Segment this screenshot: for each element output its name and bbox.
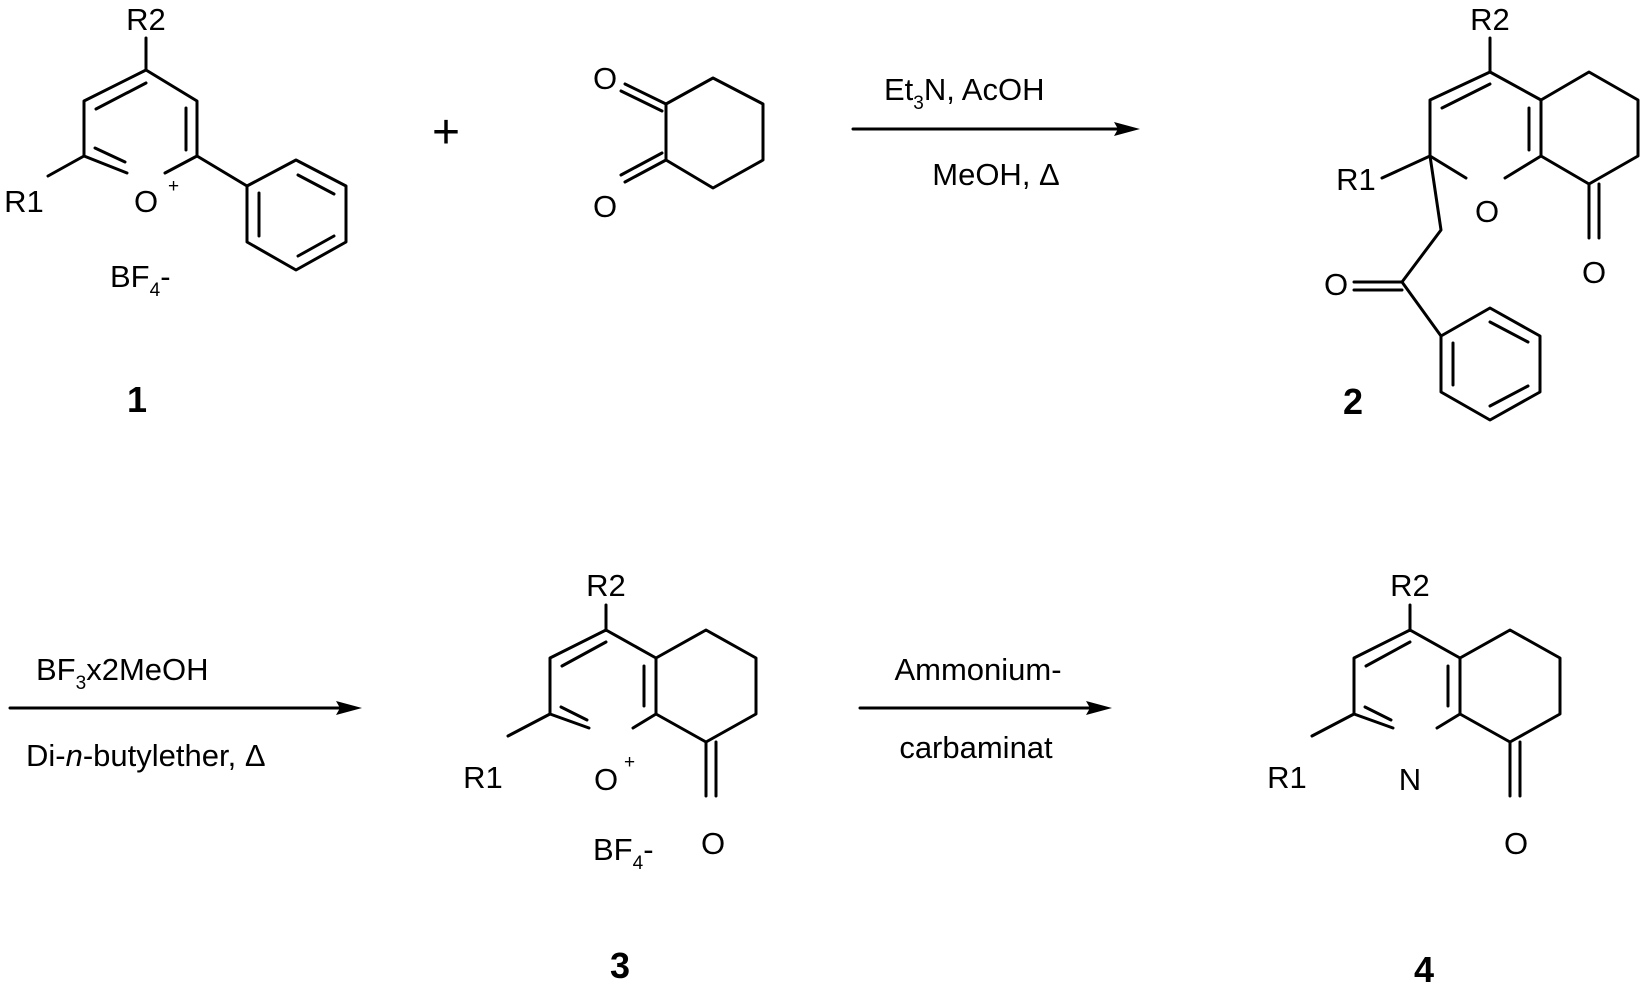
compound-1: R2 R1 O + BF4- 1: [4, 2, 346, 420]
compound-2-number: 2: [1343, 381, 1363, 422]
dione-oxygen-bottom: O: [593, 189, 617, 224]
arrow-2-below-a: Di-: [26, 738, 66, 773]
compound-3-counterion-sub: 4: [633, 853, 644, 874]
compound-2: R2 R1 O O O 2: [1324, 2, 1638, 422]
plus-sign: +: [432, 106, 460, 159]
compound-4-nitrogen: N: [1399, 762, 1421, 797]
compound-1-oxygen: O: [134, 184, 158, 219]
compound-3-number: 3: [610, 945, 630, 986]
compound-3-counterion-base: BF: [593, 832, 633, 867]
compound-3-oxygen: O: [594, 762, 618, 797]
arrow-2-below-italic: n: [66, 738, 83, 773]
compound-4-r1-label: R1: [1267, 760, 1307, 795]
compound-2-ketone-oxygen: O: [1582, 255, 1606, 290]
compound-1-r2-label: R2: [126, 2, 166, 37]
compound-4-number: 4: [1414, 949, 1434, 990]
cyclohexanedione: O O: [593, 61, 763, 224]
arrow-1-above-sub: 3: [913, 93, 924, 114]
compound-3-charge: +: [624, 752, 635, 773]
compound-3-ketone-oxygen: O: [701, 826, 725, 861]
arrow-2-below: Di-n-butylether, Δ: [26, 738, 266, 773]
cyclohexanedione-bonds: [621, 78, 763, 188]
arrow-3-below: carbaminat: [899, 730, 1053, 765]
compound-4-r2-label: R2: [1390, 568, 1430, 603]
compound-1-counterion: BF4-: [110, 259, 171, 301]
arrow-2-above-sub: 3: [76, 673, 87, 694]
compound-1-charge: +: [168, 176, 179, 197]
dione-oxygen-top: O: [593, 61, 617, 96]
arrow-1-above-a: Et: [884, 72, 914, 107]
arrow-2-above: BF3x2MeOH: [36, 652, 209, 694]
arrow-2-above-b: x2MeOH: [86, 652, 208, 687]
compound-1-bonds: [48, 38, 346, 270]
compound-2-ring-oxygen: O: [1475, 194, 1499, 229]
reaction-arrow-2: BF3x2MeOH Di-n-butylether, Δ: [10, 652, 362, 773]
compound-4-ketone-oxygen: O: [1504, 826, 1528, 861]
compound-1-counterion-charge: -: [160, 259, 170, 294]
compound-3-counterion: BF4-: [593, 832, 654, 874]
reaction-arrow-1: Et3N, AcOH MeOH, Δ: [853, 72, 1140, 192]
compound-1-number: 1: [127, 379, 147, 420]
compound-2-bonds: [1354, 38, 1638, 420]
compound-3-counterion-charge: -: [643, 832, 653, 867]
compound-1-counterion-base: BF: [110, 259, 150, 294]
compound-1-counterion-sub: 4: [150, 280, 161, 301]
compound-3-r2-label: R2: [586, 568, 626, 603]
compound-1-r1-label: R1: [4, 184, 44, 219]
compound-2-r2-label: R2: [1470, 2, 1510, 37]
compound-2-benzoyl-oxygen: O: [1324, 267, 1348, 302]
arrow-1-below: MeOH, Δ: [932, 157, 1060, 192]
compound-4-bonds: [1312, 605, 1560, 796]
compound-3: R2 R1 O + O BF4- 3: [463, 568, 756, 986]
compound-2-r1-label: R1: [1336, 162, 1376, 197]
compound-3-r1-label: R1: [463, 760, 503, 795]
compound-4: R2 R1 N O 4: [1267, 568, 1560, 990]
arrow-2-above-a: BF: [36, 652, 76, 687]
arrow-1-above: Et3N, AcOH: [884, 72, 1044, 114]
arrow-3-above: Ammonium-: [894, 652, 1061, 687]
arrow-2-below-b: -butylether, Δ: [83, 738, 266, 773]
arrow-1-above-b: N, AcOH: [924, 72, 1045, 107]
reaction-arrow-3: Ammonium- carbaminat: [860, 652, 1112, 765]
